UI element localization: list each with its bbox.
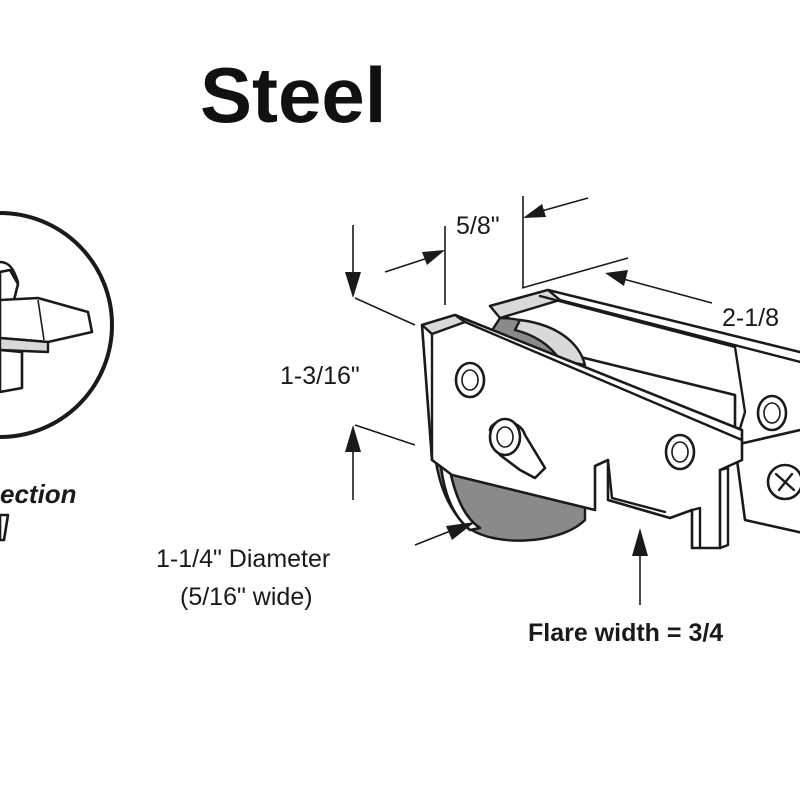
dimension-lines: [345, 196, 713, 605]
housing-front-plate: [420, 313, 744, 550]
arrow-flare: [632, 528, 648, 556]
label-width-top: 5/8": [456, 212, 500, 240]
diagram-title: Steel: [200, 51, 386, 139]
inset-caption: ection: [0, 479, 77, 509]
axle-rivet: [488, 417, 522, 457]
housing-hole: [756, 394, 788, 432]
front-plate-hole-left: [454, 361, 486, 399]
label-wheel-diameter: 1-1/4" Diameter: [156, 545, 330, 573]
front-plate-hole-right: [664, 433, 696, 471]
inset-caption-mark: [0, 513, 10, 542]
label-length: 2-1/8: [722, 304, 779, 332]
inset-detail: ection: [0, 211, 114, 542]
arrow-diameter: [446, 522, 475, 540]
arrow-5-8-right: [523, 204, 546, 218]
roller-assembly: [420, 288, 800, 550]
label-flare-width: Flare width = 3/4: [528, 619, 723, 647]
arrow-5-8-left: [422, 250, 445, 265]
arrow-height-top: [345, 272, 361, 298]
arrow-height-bottom: [345, 425, 361, 452]
label-height: 1-3/16": [280, 362, 360, 390]
label-wheel-width: (5/16" wide): [180, 583, 313, 611]
arrow-2-1-8: [605, 270, 628, 286]
